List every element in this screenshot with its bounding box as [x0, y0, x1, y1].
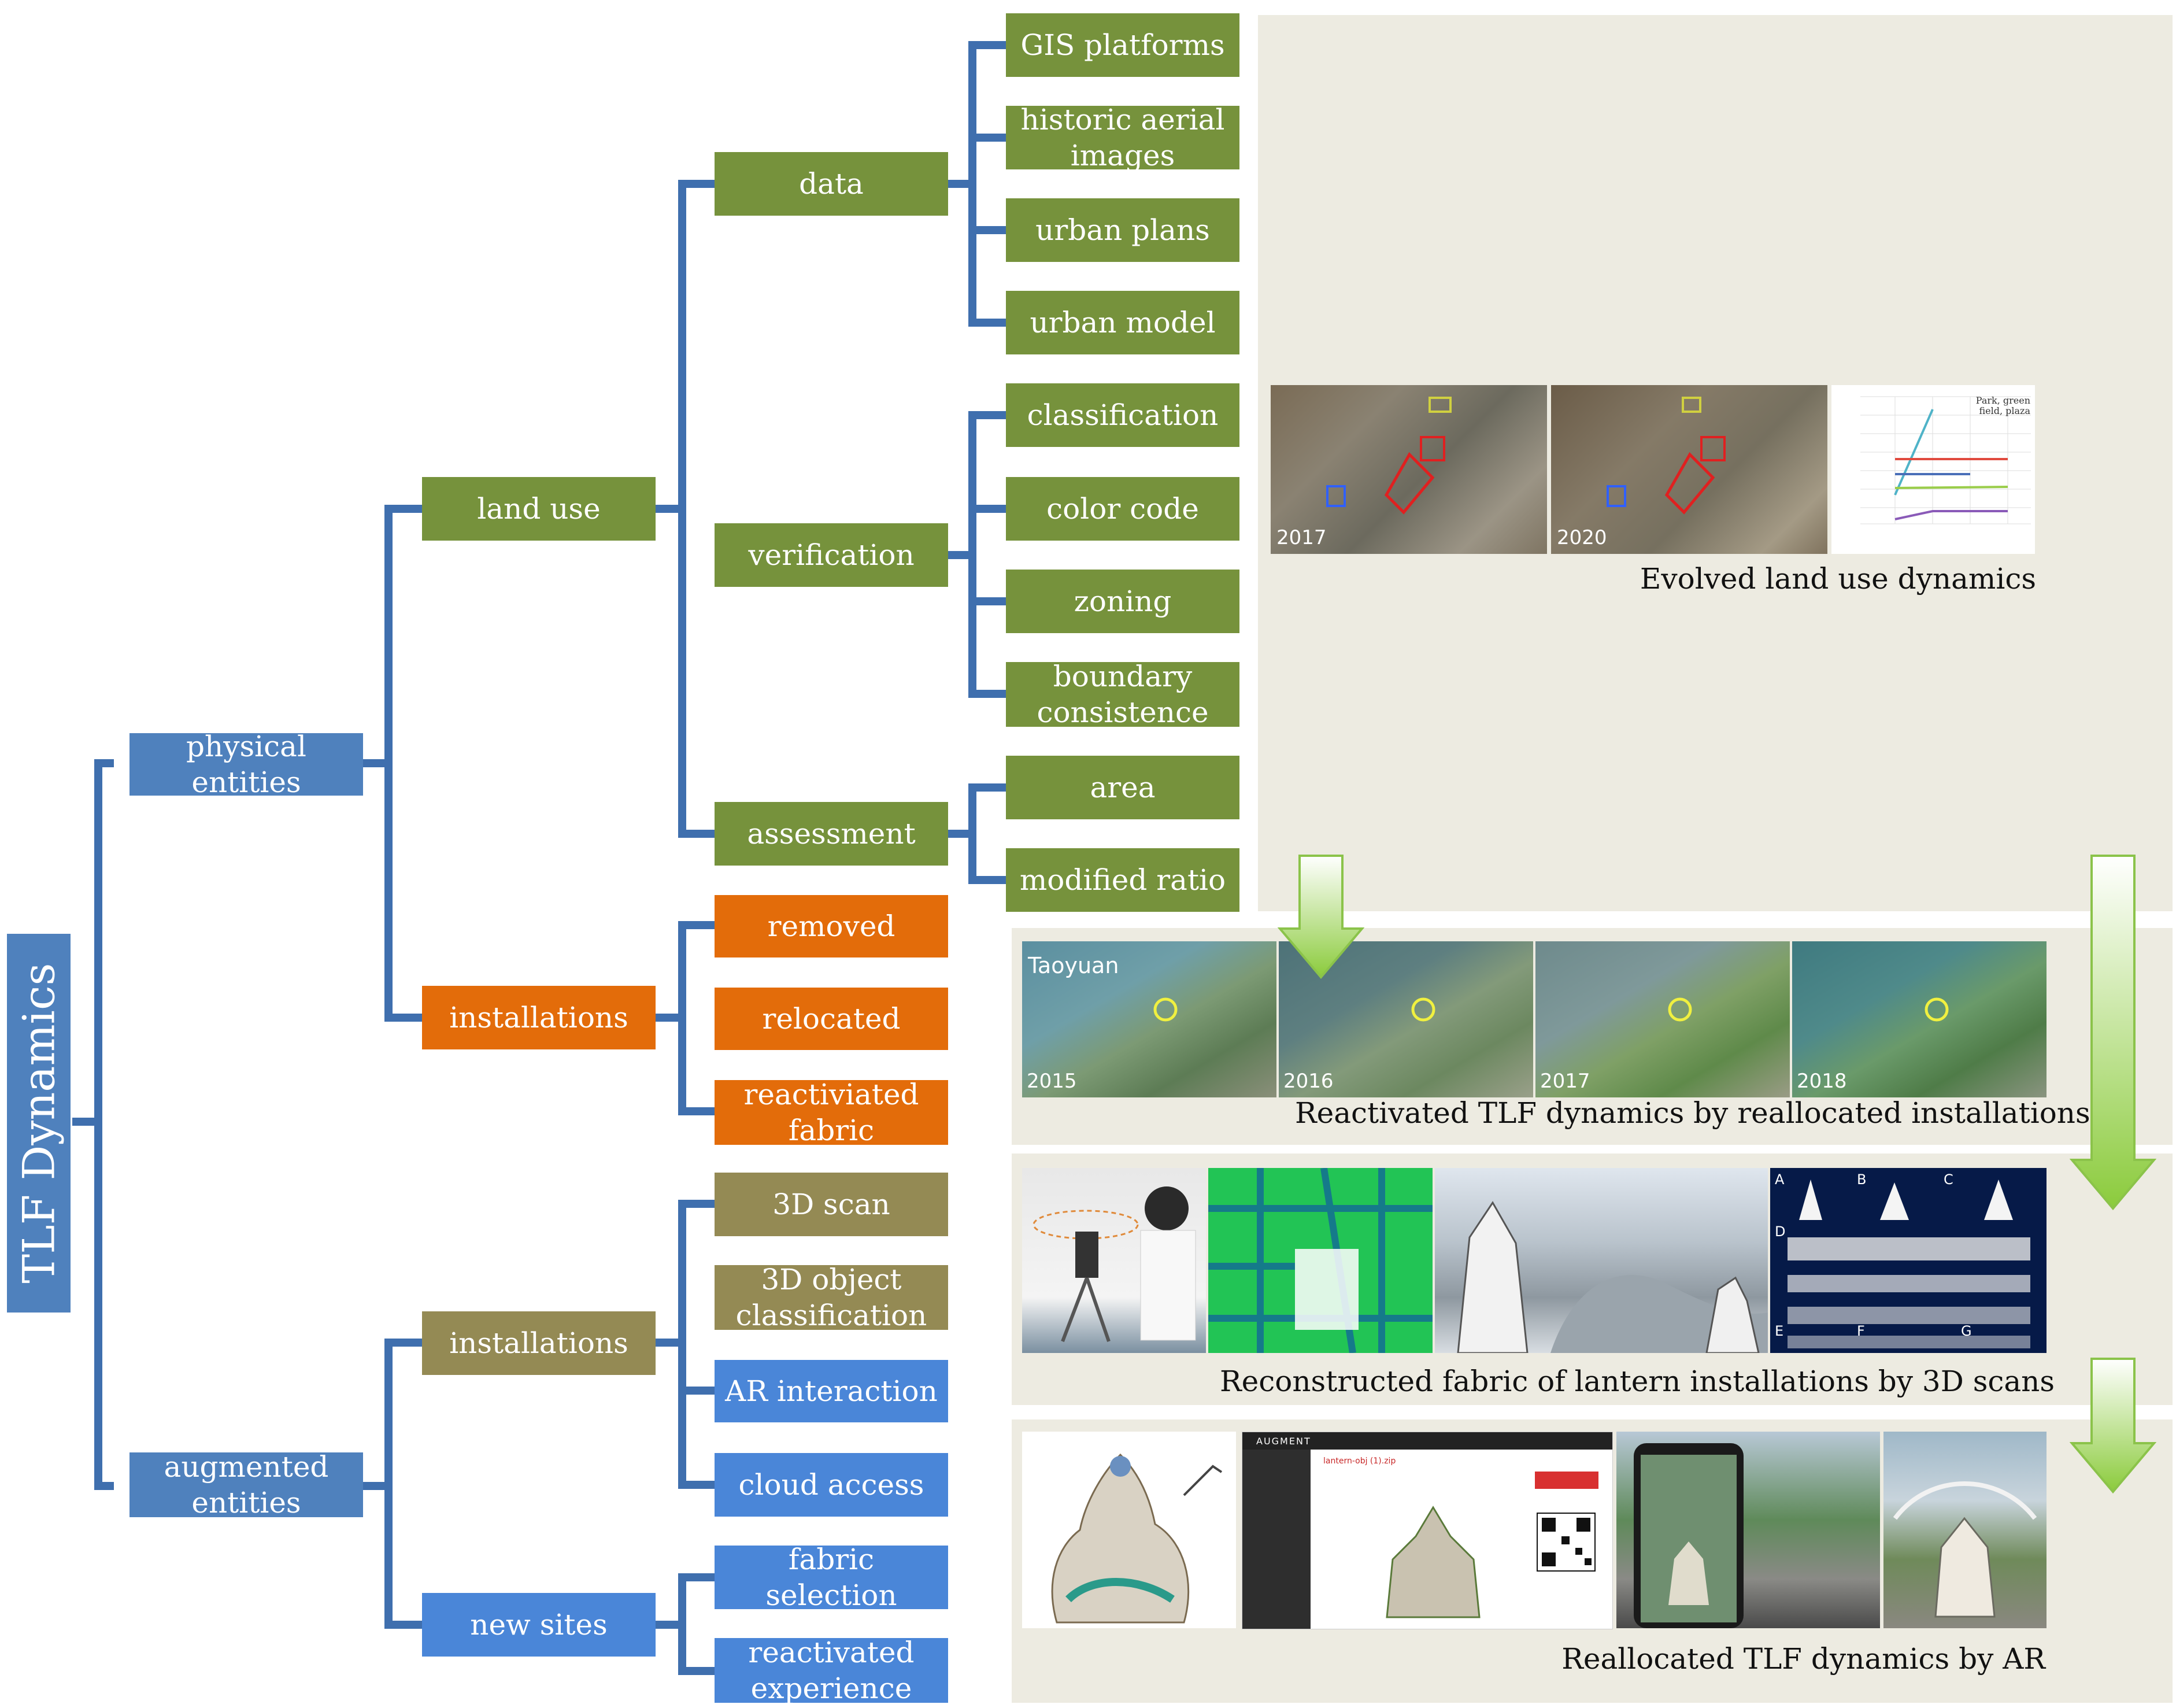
map-grid [1208, 1168, 1433, 1353]
app-content [1386, 1472, 1598, 1618]
relocated-node: relocated [715, 988, 948, 1050]
scan-label-c: C [1944, 1171, 1953, 1188]
lantern-3d-model [1022, 1432, 1236, 1628]
aerial-taoyuan-2015: Taoyuan 2015 [1022, 941, 1276, 1097]
year-label-2017b: 2017 [1540, 1070, 1590, 1093]
app-name: AUGMENT [1256, 1436, 1311, 1447]
scanner-illustration [1033, 1186, 1196, 1343]
urban-model-node: urban model [1006, 291, 1239, 354]
app-model-name: lantern-obj (1).zip [1323, 1456, 1396, 1466]
root-node: TLF Dynamics [7, 934, 71, 1313]
installed-lantern-shape [1893, 1481, 2037, 1618]
new-sites-node: new sites [422, 1593, 656, 1657]
land-use-node: land use [422, 477, 656, 541]
installed-lantern-photo [1883, 1432, 2047, 1628]
segmented-objects: A B C D E F G [1770, 1168, 2047, 1353]
3d-scan-node: 3D scan [715, 1173, 948, 1236]
assessment-node: assessment [715, 802, 948, 866]
urban-plans-node: urban plans [1006, 198, 1239, 262]
caption-reconstructed: Reconstructed fabric of lantern installa… [1220, 1365, 2055, 1398]
installations-augmented-node: installations [422, 1311, 656, 1375]
3d-object-classification-node: 3D object classification [715, 1263, 948, 1332]
boundary-consistence-node: boundary consistence [1006, 660, 1239, 729]
classification-node: classification [1006, 383, 1239, 447]
removed-node: removed [715, 895, 948, 957]
aerial-overlay-2020 [1607, 397, 1726, 515]
down-arrow-1 [1278, 855, 1364, 979]
year-label-2020: 2020 [1557, 526, 1607, 549]
scan-label-d: D [1775, 1223, 1786, 1240]
caption-reallocated: Reallocated TLF dynamics by AR [1561, 1642, 2045, 1676]
down-arrow-2 [2070, 855, 2156, 1211]
caption-land-use: Evolved land use dynamics [1640, 562, 2036, 596]
data-node: data [715, 152, 948, 216]
down-arrow-3 [2070, 1358, 2156, 1494]
reactivated-experience-node: reactivated experience [715, 1636, 948, 1705]
taoyuan-label: Taoyuan [1028, 953, 1119, 978]
year-label-2018: 2018 [1797, 1070, 1847, 1093]
ar-interaction-node: AR interaction [715, 1360, 948, 1422]
historic-aerial-images-node: historic aerial images [1006, 103, 1239, 172]
app-sidebar [1242, 1450, 1311, 1629]
land-use-line-chart: Park, green field, plaza [1831, 385, 2035, 554]
verification-node: verification [715, 523, 948, 587]
installations-physical-node: installations [422, 986, 656, 1049]
scan-label-g: G [1961, 1323, 1972, 1339]
point-cloud-statues [1435, 1168, 1768, 1353]
area-node: area [1006, 756, 1239, 819]
phone-ar-photo [1616, 1432, 1880, 1628]
aerial-image-2020: 2020 [1551, 385, 1827, 554]
modified-ratio-node: modified ratio [1006, 848, 1239, 912]
reactiviated-fabric-node: reactiviated fabric [715, 1078, 948, 1147]
point-cloud-map [1208, 1168, 1433, 1353]
scan-label-f: F [1857, 1323, 1865, 1339]
statue-silhouettes [1457, 1201, 1768, 1353]
scan-label-b: B [1857, 1171, 1867, 1188]
aerial-taoyuan-2018: 2018 [1792, 941, 2047, 1097]
ring-marker-2018 [1925, 997, 1949, 1022]
root-label: TLF Dynamics [13, 963, 65, 1284]
scan-label-a: A [1775, 1171, 1785, 1188]
year-label-2015: 2015 [1027, 1070, 1077, 1093]
aerial-image-2017: 2017 [1271, 385, 1547, 554]
physical-entities-node: physical entities [129, 730, 363, 799]
gis-platforms-node: GIS platforms [1006, 13, 1239, 77]
line-chart-svg [1860, 396, 2031, 524]
caption-reactivated: Reactivated TLF dynamics by reallocated … [1295, 1096, 2090, 1130]
phone-illustration [1634, 1443, 1744, 1628]
year-label-2017a: 2017 [1276, 526, 1327, 549]
ring-marker-2016 [1411, 997, 1435, 1022]
augmented-entities-node: augmented entities [129, 1450, 363, 1520]
segment-shapes [1788, 1180, 2030, 1348]
color-code-node: color code [1006, 477, 1239, 541]
lantern-model-shape [1051, 1453, 1223, 1624]
aerial-taoyuan-2017: 2017 [1535, 941, 1790, 1097]
fabric-selection-node: fabric selection [715, 1543, 948, 1612]
ring-marker-2015 [1153, 997, 1178, 1022]
cloud-access-node: cloud access [715, 1453, 948, 1517]
app-topbar [1242, 1432, 1612, 1450]
zoning-node: zoning [1006, 570, 1239, 633]
aerial-overlay-2017 [1326, 397, 1452, 515]
ring-marker-2017 [1668, 997, 1692, 1022]
scan-label-e: E [1775, 1323, 1784, 1339]
augment-app-screenshot: AUGMENT lantern-obj (1).zip [1242, 1432, 1613, 1629]
chart-legend-label: Park, green field, plaza [1975, 395, 2030, 416]
photo-3d-scanner [1022, 1168, 1206, 1353]
year-label-2016: 2016 [1283, 1070, 1334, 1093]
